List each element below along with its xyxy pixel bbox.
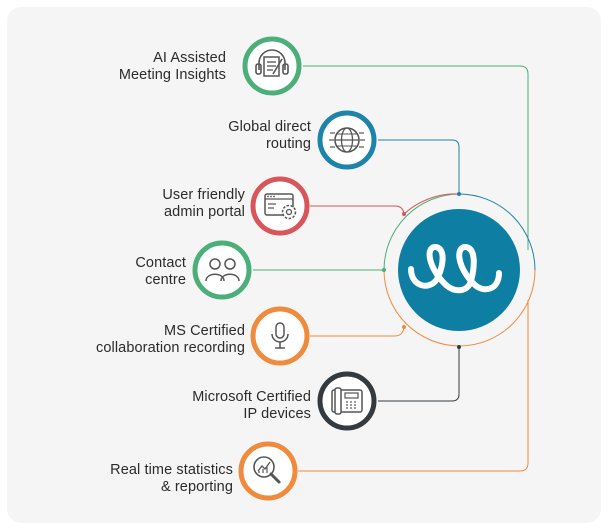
connector-admin-portal: [310, 205, 405, 215]
hub-outer-ring: [383, 193, 536, 347]
people-icon: [192, 240, 252, 300]
label-admin-portal: User friendly admin portal: [162, 187, 245, 220]
microphone-icon: [250, 306, 310, 366]
connector-ai-insights: [303, 65, 529, 250]
loops-logo-icon: [408, 244, 502, 294]
connector-statistics: [298, 300, 529, 472]
label-ip-devices: Microsoft Certified IP devices: [192, 389, 311, 422]
junction-dots: [382, 192, 461, 349]
magnifier-chart-icon: [238, 441, 298, 501]
label-contact-centre: Contact centre: [135, 255, 186, 288]
label-ai-insights: AI Assisted Meeting Insights: [118, 50, 226, 83]
globe-icon: [317, 110, 377, 170]
label-statistics: Real time statistics & reporting: [110, 462, 233, 495]
label-collab-recording: MS Certified collaboration recording: [96, 323, 245, 356]
browser-gear-icon: [250, 176, 310, 236]
hub-logo: [398, 209, 520, 331]
headset-notes-icon: [242, 36, 302, 96]
desk-phone-icon: [317, 371, 377, 431]
connector-recording: [310, 326, 405, 337]
connector-ip-devices: [378, 348, 460, 402]
label-global-routing: Global direct routing: [228, 119, 311, 152]
connector-lines: [253, 65, 529, 472]
connector-global-routing: [378, 139, 460, 193]
